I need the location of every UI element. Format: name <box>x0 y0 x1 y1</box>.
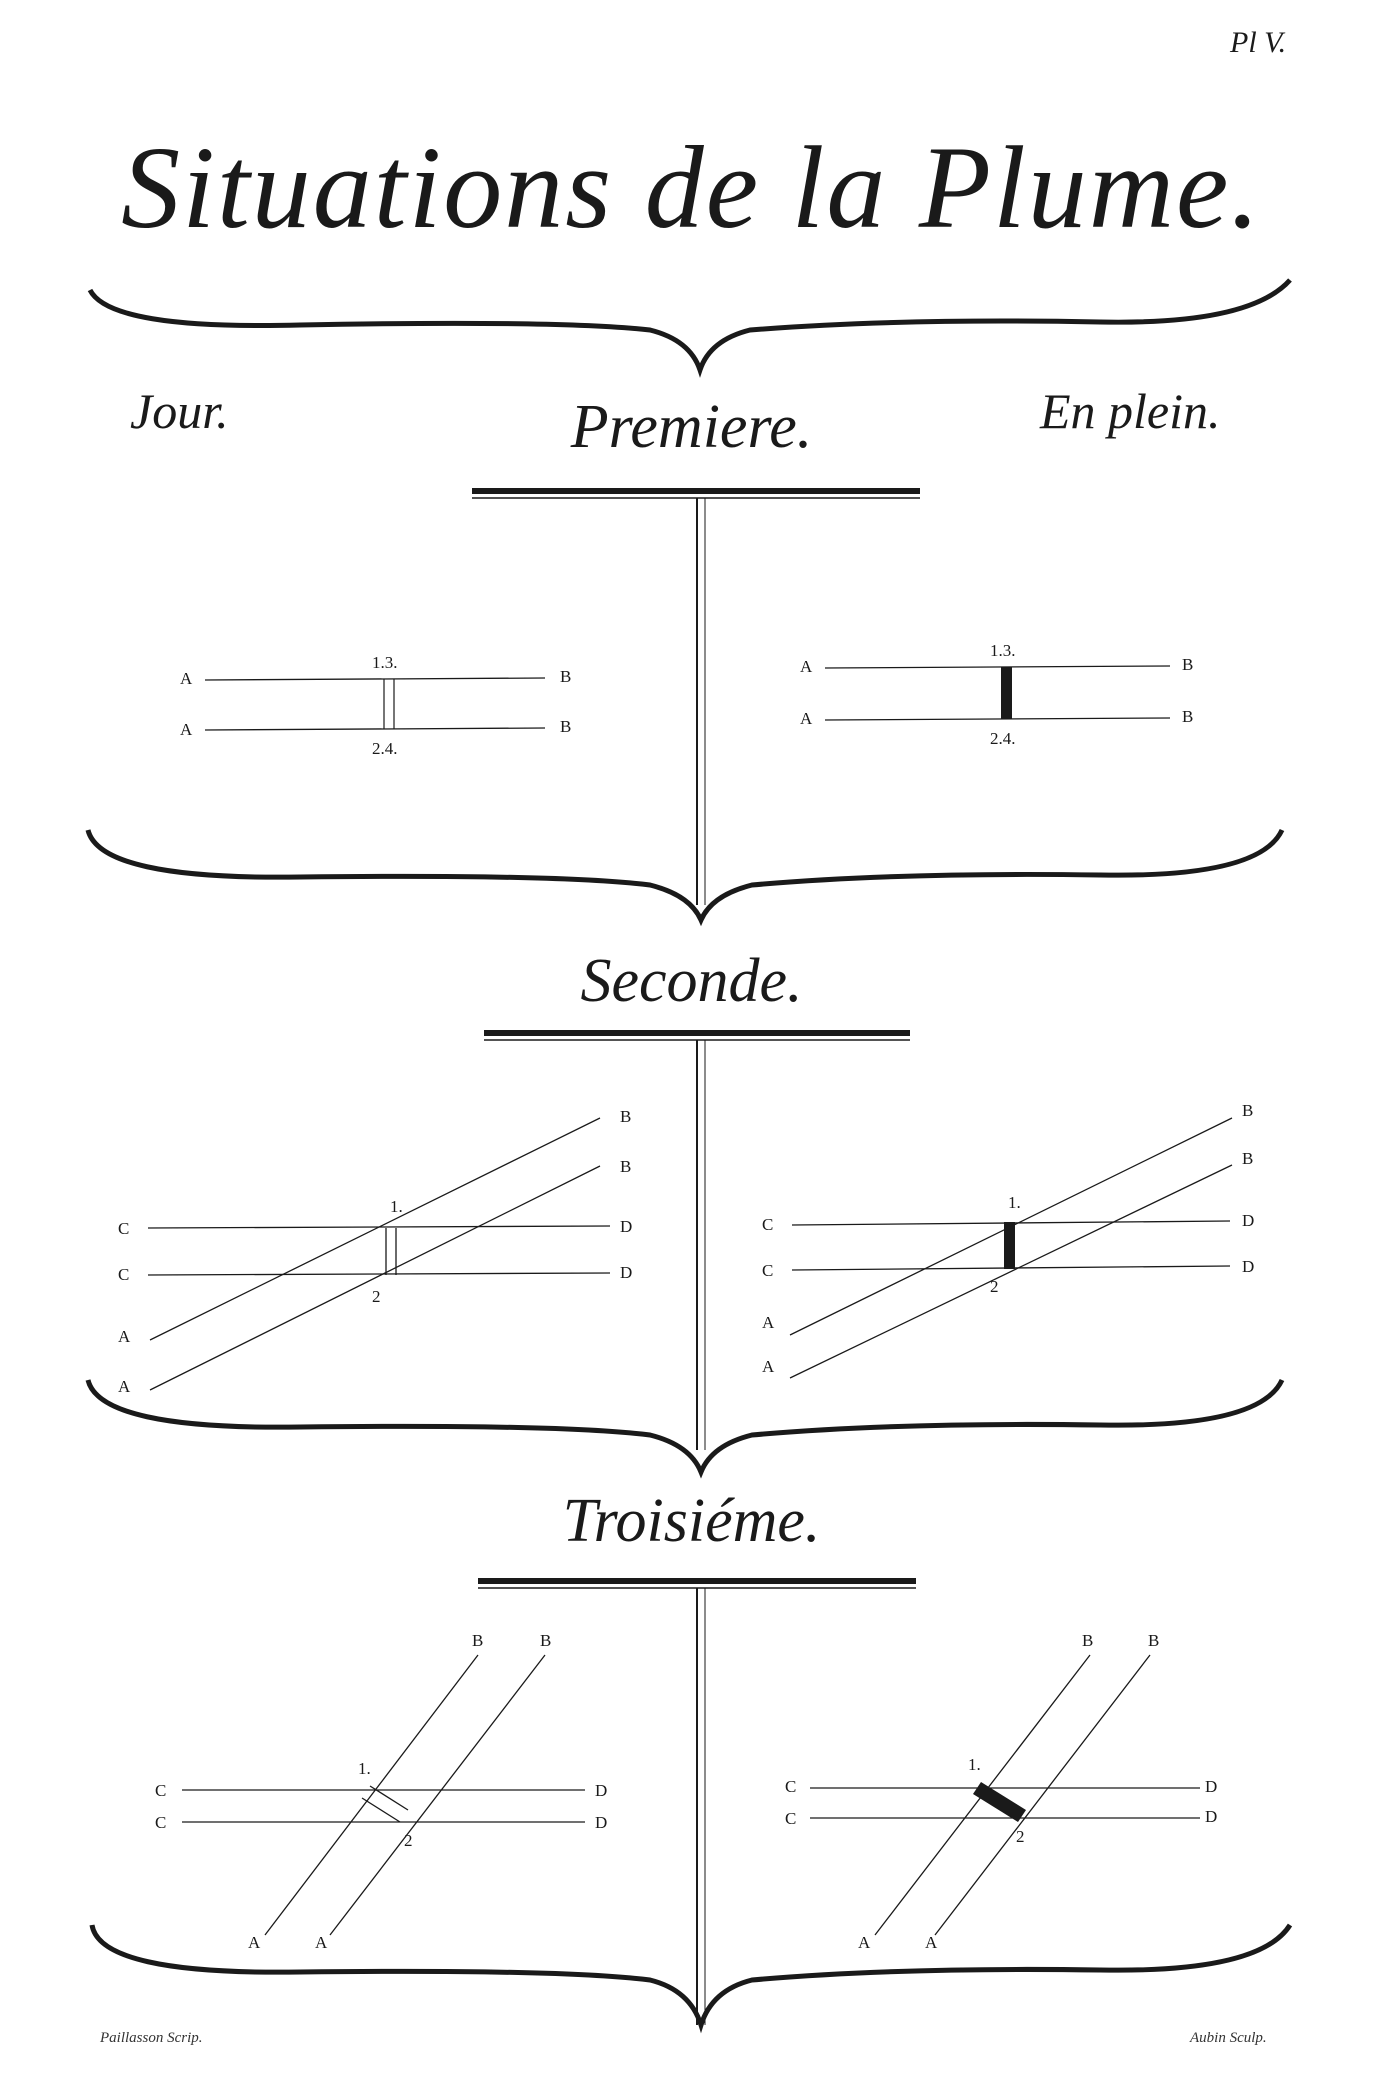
brace-3 <box>89 1923 1293 2034</box>
label-d: D <box>1242 1257 1254 1276</box>
label-b: B <box>472 1631 483 1650</box>
label-1: 1. <box>1008 1193 1021 1212</box>
diagram-1-right <box>824 665 1171 721</box>
label-b: B <box>1082 1631 1093 1650</box>
label-c: C <box>155 1813 166 1832</box>
rule-top-1 <box>472 488 920 494</box>
label-2: 2 <box>404 1831 413 1850</box>
label-a: A <box>180 720 193 739</box>
label-a: A <box>118 1377 131 1396</box>
label-13: 1.3. <box>372 653 398 672</box>
label-1: 1. <box>968 1755 981 1774</box>
label-c: C <box>785 1777 796 1796</box>
label-24: 2.4. <box>372 739 398 758</box>
section-title-troisieme: Troisiéme. <box>562 1487 821 1555</box>
label-a: A <box>800 709 813 728</box>
title-swash <box>87 278 1292 378</box>
label-d: D <box>595 1813 607 1832</box>
label-d: D <box>1242 1211 1254 1230</box>
label-24: 2.4. <box>990 729 1016 748</box>
label-a: A <box>762 1357 775 1376</box>
diagram-3-left <box>182 1654 585 1936</box>
plate-number: Pl V. <box>1230 26 1287 59</box>
label-a: A <box>800 657 813 676</box>
label-b: B <box>1242 1101 1253 1120</box>
label-d: D <box>620 1217 632 1236</box>
section-title-seconde: Seconde. <box>580 947 803 1015</box>
diagram-2-left <box>147 1117 611 1391</box>
diagram-1-left <box>204 677 546 731</box>
section-title-premiere: Premiere. <box>570 393 813 461</box>
brace-1 <box>85 828 1285 927</box>
diagram-labels: A A B B 1.3. 2.4. A A B B 1.3. 2.4. C C … <box>118 641 1254 1952</box>
label-2: 2 <box>990 1277 999 1296</box>
label-b: B <box>1242 1149 1253 1168</box>
label-b: B <box>1182 655 1193 674</box>
rule-top-2 <box>484 1030 910 1036</box>
label-d: D <box>620 1263 632 1282</box>
label-b: B <box>620 1107 631 1126</box>
diagram-3-right <box>810 1654 1200 1936</box>
label-c: C <box>155 1781 166 1800</box>
label-d: D <box>1205 1777 1217 1796</box>
label-a: A <box>858 1933 871 1952</box>
diagram-2-right <box>789 1117 1233 1379</box>
label-c: C <box>785 1809 796 1828</box>
rule-top-3 <box>478 1578 916 1584</box>
header-right-en-plein: En plein. <box>1040 383 1221 439</box>
brace-2 <box>85 1378 1285 1479</box>
label-c: C <box>762 1215 773 1234</box>
label-2: 2 <box>1016 1827 1025 1846</box>
label-b: B <box>1182 707 1193 726</box>
label-1: 1. <box>390 1197 403 1216</box>
label-b: B <box>620 1157 631 1176</box>
label-b: B <box>1148 1631 1159 1650</box>
label-d: D <box>595 1781 607 1800</box>
plate-title: Situations de la Plume. <box>121 122 1262 253</box>
label-a: A <box>315 1933 328 1952</box>
label-d: D <box>1205 1807 1217 1826</box>
header-left-jour: Jour. <box>130 383 229 439</box>
credit-engraver: Aubin Sculp. <box>1190 2030 1267 2046</box>
label-a: A <box>180 669 193 688</box>
label-a: A <box>925 1933 938 1952</box>
label-b: B <box>540 1631 551 1650</box>
label-1: 1. <box>358 1759 371 1778</box>
label-13: 1.3. <box>990 641 1016 660</box>
label-a: A <box>248 1933 261 1952</box>
label-c: C <box>118 1219 129 1238</box>
label-a: A <box>762 1313 775 1332</box>
label-c: C <box>762 1261 773 1280</box>
label-a: A <box>118 1327 131 1346</box>
label-c: C <box>118 1265 129 1284</box>
credit-scribe: Paillasson Scrip. <box>100 2030 203 2046</box>
label-b: B <box>560 667 571 686</box>
label-2: 2 <box>372 1287 381 1306</box>
label-b: B <box>560 717 571 736</box>
